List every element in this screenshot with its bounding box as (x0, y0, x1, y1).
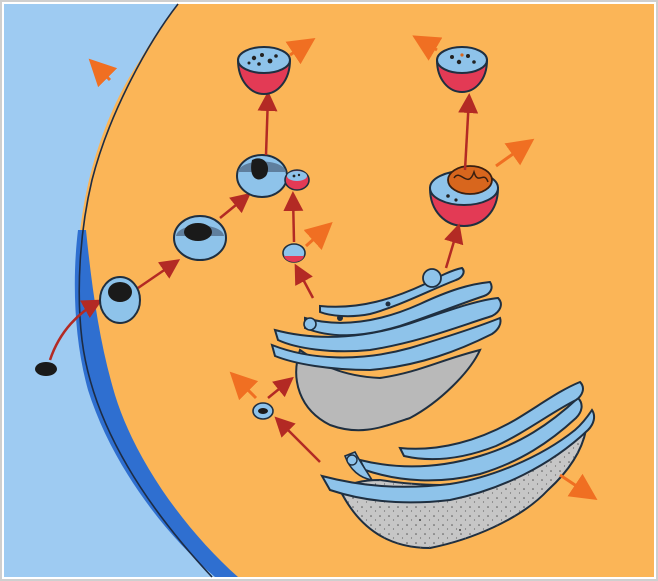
path-arrow (293, 196, 294, 242)
vesicle-icon (174, 216, 226, 260)
vesicle-icon (283, 244, 305, 262)
vesicle-icon (285, 170, 309, 190)
vesicle-icon (100, 277, 140, 323)
vesicle-icon (237, 155, 287, 197)
mitochondrion-icon (448, 166, 492, 194)
vesicle-icon (253, 403, 273, 419)
lysosome-icon (430, 166, 498, 226)
particle-icon (35, 362, 57, 376)
